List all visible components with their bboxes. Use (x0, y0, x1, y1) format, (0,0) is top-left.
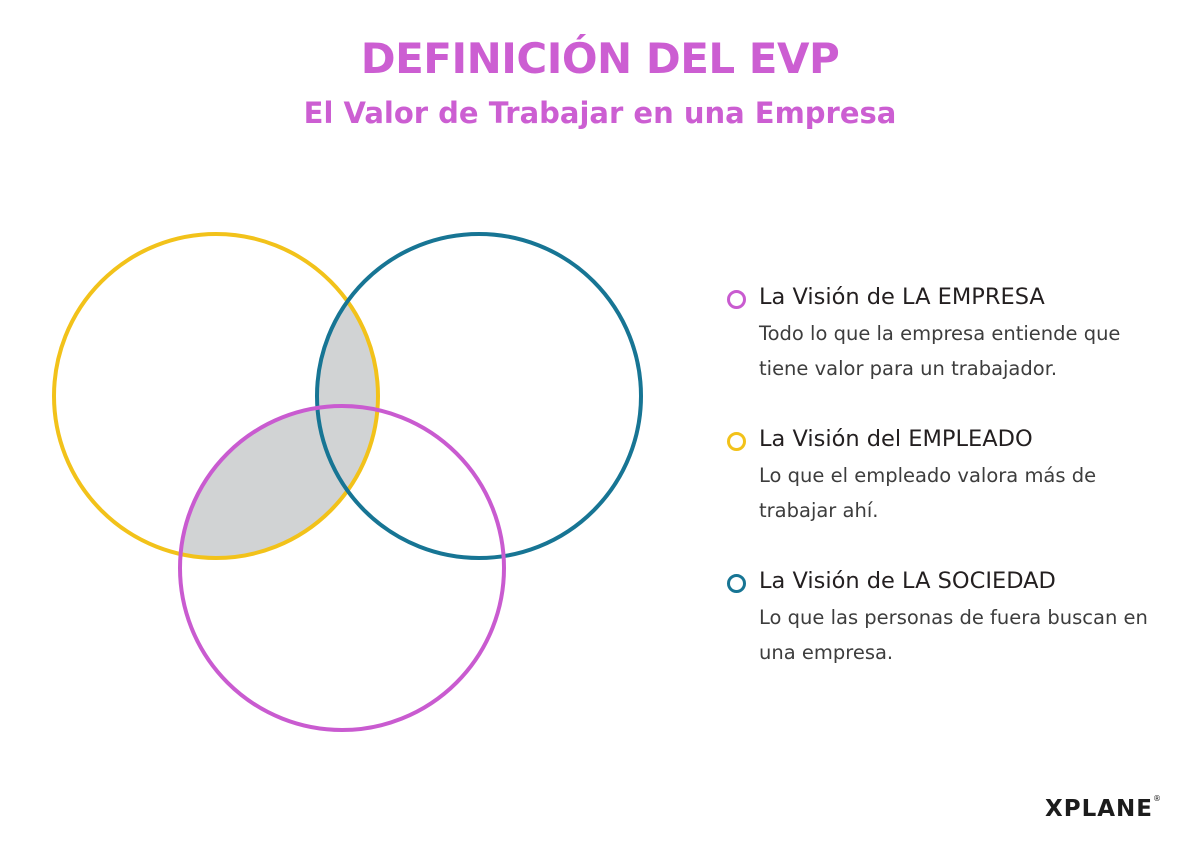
page-title: DEFINICIÓN DEL EVP (360, 34, 840, 83)
legend-title: La Visión del EMPLEADO (759, 426, 1033, 452)
legend-title: La Visión de LA SOCIEDAD (759, 568, 1056, 594)
legend-description: Todo lo que la empresa entiende que tien… (759, 322, 1121, 380)
venn-diagram (52, 232, 643, 732)
circle-empresa (178, 404, 506, 732)
circle-empleado (52, 232, 380, 560)
logo-text: XPLANE (1044, 796, 1153, 822)
circle-marker-icon (727, 432, 746, 451)
legend-item-sociedad: La Visión de LA SOCIEDAD Lo que las pers… (722, 564, 1182, 670)
legend-item-empleado: La Visión del EMPLEADO Lo que el emplead… (722, 422, 1182, 528)
registered-mark: ® (1153, 794, 1162, 803)
overlap-empleado-empresa (180, 406, 378, 558)
legend: La Visión de LA EMPRESA Todo lo que la e… (722, 280, 1182, 706)
legend-description: Lo que el empleado valora más de trabaja… (759, 464, 1097, 522)
legend-item-empresa: La Visión de LA EMPRESA Todo lo que la e… (722, 280, 1182, 386)
legend-title: La Visión de LA EMPRESA (759, 284, 1045, 310)
circle-marker-icon (727, 574, 746, 593)
legend-description: Lo que las personas de fuera buscan en u… (759, 606, 1148, 664)
page-subtitle: El Valor de Trabajar en una Empresa (303, 96, 897, 130)
circle-marker-icon (727, 290, 746, 309)
xplane-logo: XPLANE® (1044, 794, 1162, 822)
circle-sociedad (315, 232, 643, 560)
